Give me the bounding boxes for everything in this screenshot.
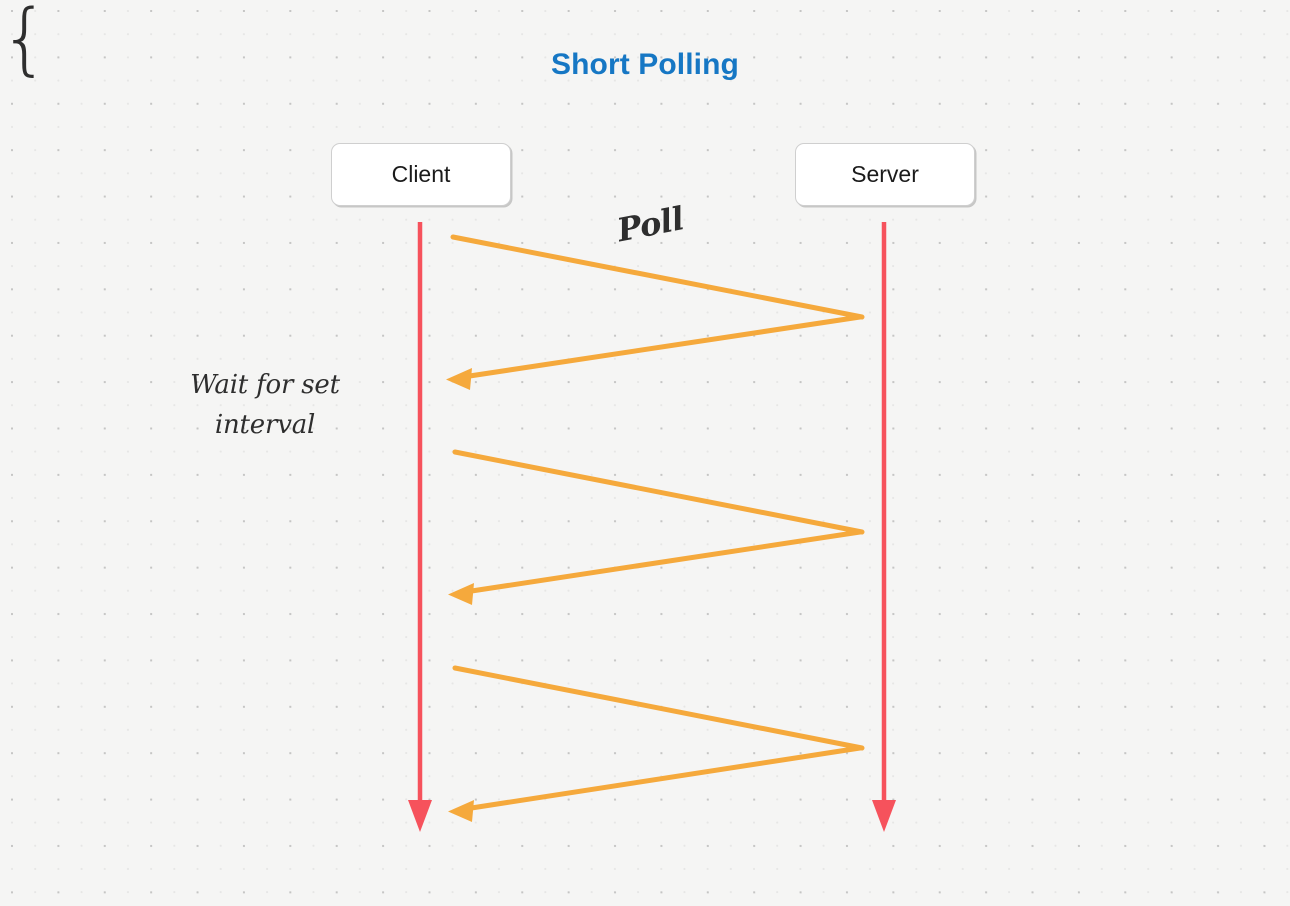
message-response-1[interactable] — [446, 314, 863, 390]
curly-brace-icon: { — [0, 0, 50, 84]
arrowhead-response-3 — [448, 800, 474, 822]
arrowhead-response-1 — [446, 368, 472, 390]
note-line-1: Wait for set — [190, 370, 340, 400]
participant-box-server[interactable]: Server — [795, 143, 975, 206]
message-request-3[interactable] — [452, 665, 865, 751]
note-line-2: interval — [214, 410, 316, 441]
arrowhead-response-2 — [448, 583, 474, 605]
lifeline-client — [408, 222, 432, 832]
participant-label-client: Client — [391, 161, 451, 187]
participant-box-client[interactable]: Client — [331, 143, 511, 206]
lifeline-end-arrow-server — [872, 800, 896, 832]
message-response-3[interactable] — [448, 745, 863, 822]
page-title: Short Polling — [551, 48, 739, 81]
lifeline-end-arrow-client — [408, 800, 432, 832]
message-response-2[interactable] — [448, 529, 863, 605]
participant-label-server: Server — [851, 161, 919, 187]
message-request-1[interactable] — [450, 234, 865, 320]
message-request-2[interactable] — [452, 449, 865, 535]
lifeline-server — [872, 222, 896, 832]
note-wait-for-set-interval: Wait for set interval — [160, 365, 370, 446]
